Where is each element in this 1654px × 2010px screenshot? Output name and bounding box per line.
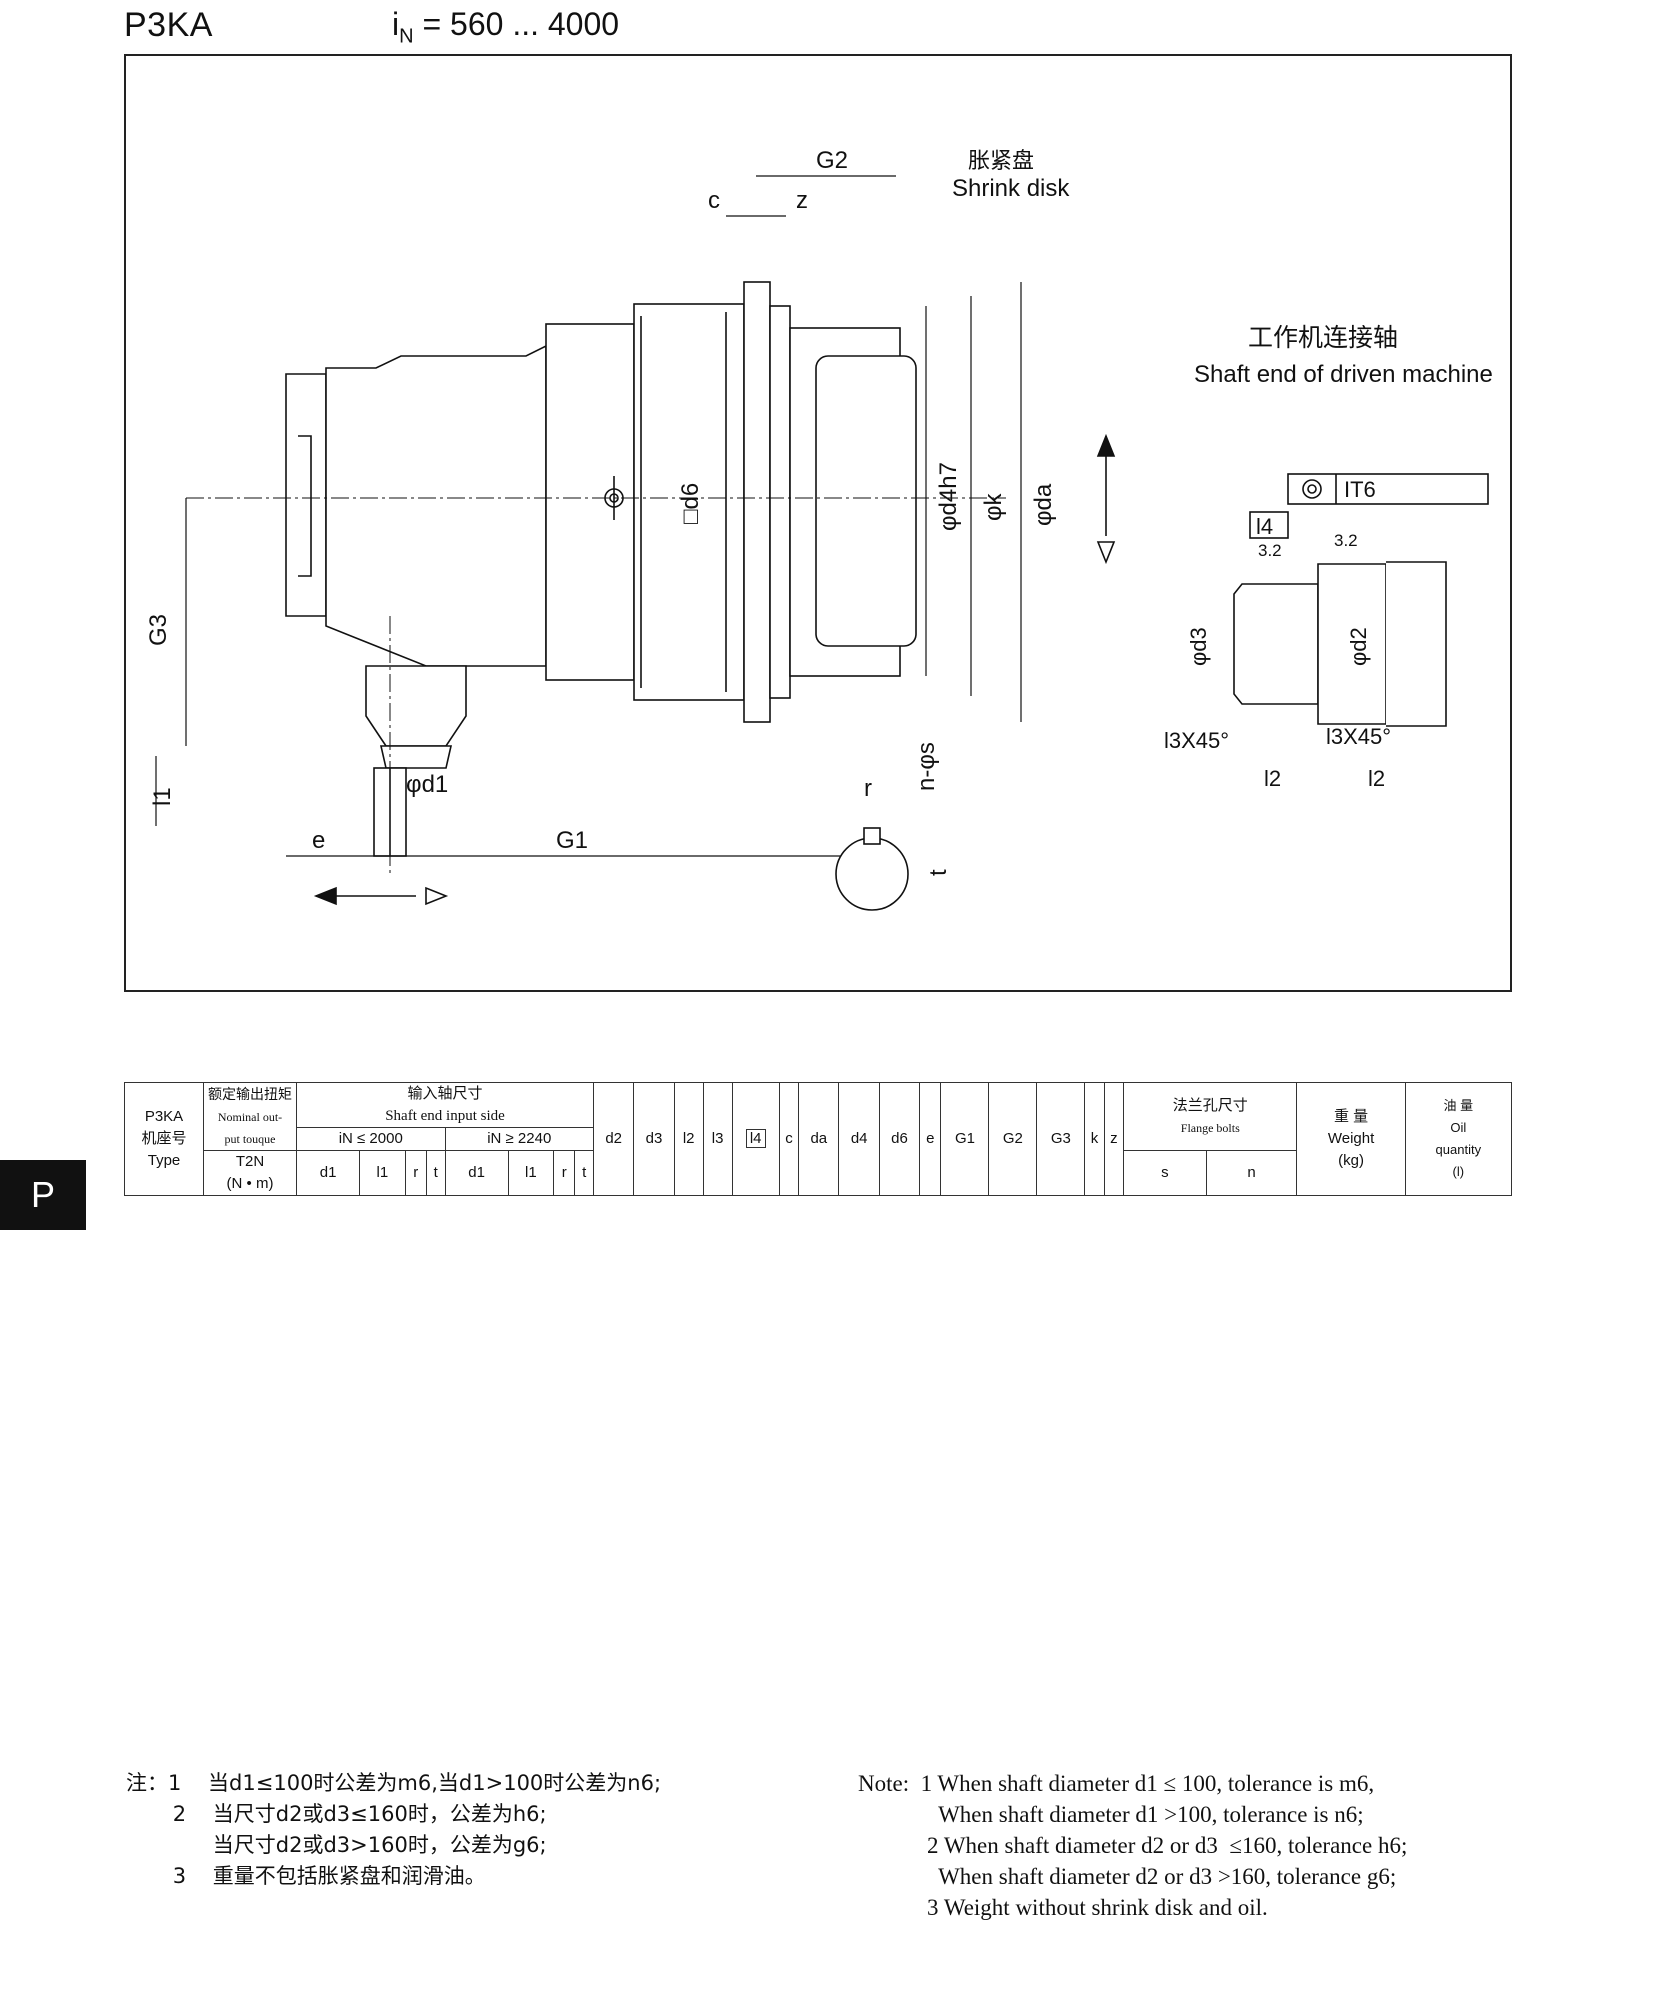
label-g3: G3 [145,614,172,646]
label-r: r [864,775,872,802]
col-oil: 油 量 Oil quantity (l) [1404,1082,1513,1196]
col-g1: G1 [940,1082,990,1196]
flange-en: Flange bolts [1180,1120,1240,1135]
col-l3: l3 [702,1082,733,1196]
label-l4: l4 [1256,514,1273,539]
label-l3-chamfer-left: l3X45° [1164,728,1229,753]
centerlines [186,497,1006,876]
label-l1: l1 [149,787,176,806]
roughness-left: 3.2 [1258,541,1282,560]
label-l2-left: l2 [1264,766,1281,791]
col-ratio-ge-2240: iN ≥ 2240 [444,1127,594,1151]
col-in-l1-b: l1 [507,1150,555,1196]
roughness-right: 3.2 [1334,531,1358,550]
note-en-line: 3 Weight without shrink disk and oil. [858,1895,1268,1920]
note-en-line: When shaft diameter d1 >100, tolerance i… [858,1802,1364,1827]
col-d2: d2 [592,1082,635,1196]
notes-english: Note: 1 When shaft diameter d1 ≤ 100, to… [858,1768,1407,1923]
col-in-r-a: r [404,1150,427,1196]
note-en-line: When shaft diameter d2 or d3 >160, toler… [858,1864,1397,1889]
col-in-d1-b: d1 [444,1150,509,1196]
driven-shaft-title-cn: 工作机连接轴 [1248,323,1398,352]
col-e: e [919,1082,942,1196]
label-l3-chamfer-right: l3X45° [1326,724,1391,749]
col-z: z [1103,1082,1125,1196]
col-in-l1-a: l1 [359,1150,406,1196]
input-en: Shaft end input side [385,1108,505,1124]
col-ratio-le-2000: iN ≤ 2000 [296,1127,446,1151]
torque-cn: 额定输出扭矩 [208,1086,292,1102]
driven-shaft-labels: IT6 l4 3.2 3.2 φd3 φd2 l3X45° l3X45° l2 … [1164,477,1391,791]
col-c: c [778,1082,800,1196]
dimension-table: P3KA 机座号 Type 额定输出扭矩 Nominal out- put tou… [124,1082,1513,1196]
col-torque-symbol: T2N (N • m) [203,1150,297,1196]
label-t: t [925,869,952,876]
driven-shaft-title-en: Shaft end of driven machine [1194,361,1493,388]
series-title: P3KA [124,6,213,44]
col-g2: G2 [988,1082,1038,1196]
note-cn-line: 当尺寸d2或d3>160时，公差为g6; [126,1833,547,1857]
label-d6: □d6 [677,483,704,524]
ratio-range: iN = 560 ... 4000 [392,6,619,48]
col-flange: 法兰孔尺寸 Flange bolts [1123,1082,1298,1151]
label-l2-right: l2 [1368,766,1385,791]
flange-cn: 法兰孔尺寸 [1172,1096,1248,1114]
col-flange-n: n [1205,1150,1298,1196]
torque-en: Nominal out- put touque [217,1110,283,1146]
label-n-s: n-φs [913,742,940,791]
drawing-labels: G2 c z 胀紧盘 Shrink disk G3 l1 φd1 e G1 □d… [145,147,1070,876]
driven-shaft [1233,473,1489,727]
label-d4: φd4h7 [935,462,962,531]
col-in-t-b: t [574,1150,594,1196]
col-weight: 重 量 Weight (kg) [1296,1082,1406,1196]
col-in-t-a: t [425,1150,446,1196]
dimension-drawing: G2 c z 胀紧盘 Shrink disk G3 l1 φd1 e G1 □d… [124,54,1512,992]
label-z: z [796,187,808,214]
note-en-line: Note: 1 When shaft diameter d1 ≤ 100, to… [858,1771,1375,1796]
label-da: φda [1030,483,1057,526]
note-cn-line: 2 当尺寸d2或d3≤160时，公差为h6; [126,1802,547,1826]
notes-chinese: 注：1 当d1≤100时公差为m6,当d1>100时公差为n6; 2 当尺寸d2… [126,1768,661,1892]
label-g2: G2 [816,147,848,174]
label-shrink-disk-cn: 胀紧盘 [968,149,1034,174]
col-d4: d4 [838,1082,880,1196]
col-k: k [1084,1082,1105,1196]
label-phi-d2: φd2 [1346,627,1371,666]
ratio-symbol: i [392,6,400,42]
driven-shaft-titles: 工作机连接轴 Shaft end of driven machine [1194,323,1493,388]
gearbox-drawing-svg: G2 c z 胀紧盘 Shrink disk G3 l1 φd1 e G1 □d… [145,147,1493,911]
label-phi-d1: φd1 [406,771,448,798]
section-tab-p: P [0,1160,86,1230]
input-cn: 输入轴尺寸 [407,1085,483,1102]
col-in-d1-a: d1 [295,1150,361,1196]
direction-arrows [313,433,1116,906]
label-shrink-disk-en: Shrink disk [952,175,1070,202]
label-g1: G1 [556,827,588,854]
col-l4: l4 [731,1082,780,1196]
col-in-r-b: r [553,1150,576,1196]
note-cn-line: 注：1 当d1≤100时公差为m6,当d1>100时公差为n6; [126,1771,662,1795]
col-torque: 额定输出扭矩 Nominal out- put touque [203,1082,297,1151]
tolerance-it6: IT6 [1344,477,1376,502]
col-g3: G3 [1036,1082,1086,1196]
ratio-value: = 560 ... 4000 [413,6,620,42]
label-phi-d3: φd3 [1186,627,1211,666]
col-type: P3KA 机座号 Type [124,1082,204,1196]
gearbox-outline [285,281,917,857]
col-d6: d6 [878,1082,921,1196]
col-l2: l2 [673,1082,704,1196]
label-k: φk [980,492,1007,521]
keyway-section [835,827,909,911]
note-cn-line: 3 重量不包括胀紧盘和润滑油。 [126,1864,486,1888]
col-input: 输入轴尺寸 Shaft end input side [296,1082,594,1128]
ratio-subscript: N [399,25,414,48]
dimension-lines [155,175,1022,857]
col-da: da [798,1082,840,1196]
col-l4-box: l4 [745,1129,766,1148]
col-flange-s: s [1123,1150,1207,1196]
col-d3: d3 [633,1082,675,1196]
label-e: e [312,827,325,854]
label-c: c [708,187,720,214]
note-en-line: 2 When shaft diameter d2 or d3 ≤160, tol… [858,1833,1408,1858]
